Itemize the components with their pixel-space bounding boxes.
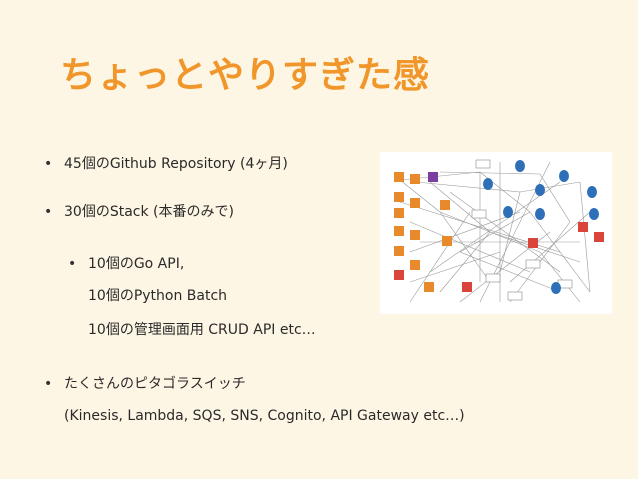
lambda-icon	[410, 260, 420, 270]
service-box	[485, 273, 501, 283]
lambda-icon	[410, 230, 420, 240]
dynamodb-icon	[587, 186, 597, 198]
lambda-icon	[440, 200, 450, 210]
service-box	[507, 291, 523, 301]
architecture-diagram	[380, 152, 612, 314]
bullet-pythagoras-switch: • たくさんのピタゴラスイッチ	[44, 375, 246, 393]
s3-bucket-icon	[578, 222, 588, 232]
lambda-icon	[394, 172, 404, 182]
diagram-service-icons	[394, 159, 604, 301]
bullet-text: 10個のGo API,	[88, 256, 185, 272]
s3-bucket-icon	[394, 270, 404, 280]
lambda-icon	[424, 282, 434, 292]
dynamodb-icon	[551, 282, 561, 294]
s3-bucket-icon	[462, 282, 472, 292]
lambda-icon	[394, 208, 404, 218]
lambda-icon	[394, 246, 404, 256]
dynamodb-icon	[589, 208, 599, 220]
architecture-diagram-svg	[394, 159, 604, 303]
dynamodb-icon	[483, 178, 493, 190]
sub-line-aws-services: (Kinesis, Lambda, SQS, SNS, Cognito, API…	[64, 408, 465, 424]
page-title: ちょっとやりすぎた感	[60, 55, 431, 96]
service-box	[525, 259, 541, 269]
sub-line-crud-api: 10個の管理画面用 CRUD API etc…	[88, 322, 316, 338]
bullet-text: 30個のStack (本番のみで)	[64, 204, 234, 220]
bullet-dot: •	[44, 376, 53, 392]
bullet-dot: •	[44, 156, 53, 172]
lambda-icon	[394, 192, 404, 202]
service-box	[471, 209, 487, 219]
sub-line-python-batch: 10個のPython Batch	[88, 288, 228, 304]
bullet-repositories: • 45個のGithub Repository (4ヶ月)	[44, 155, 288, 173]
lambda-icon	[410, 198, 420, 208]
bullet-stacks: • 30個のStack (本番のみで)	[44, 203, 234, 221]
bullet-text: 45個のGithub Repository (4ヶ月)	[64, 156, 288, 172]
bullet-text: たくさんのピタゴラスイッチ	[64, 376, 246, 392]
lambda-icon	[410, 174, 420, 184]
cognito-icon	[428, 172, 438, 182]
bullet-apis: • 10個のGo API,	[68, 255, 185, 273]
dynamodb-icon	[515, 160, 525, 172]
dynamodb-icon	[503, 206, 513, 218]
lambda-icon	[394, 226, 404, 236]
lambda-icon	[442, 236, 452, 246]
s3-bucket-icon	[528, 238, 538, 248]
service-box	[475, 159, 491, 169]
bullet-dot: •	[44, 204, 53, 220]
dynamodb-icon	[535, 184, 545, 196]
s3-bucket-icon	[594, 232, 604, 242]
dynamodb-icon	[535, 208, 545, 220]
dynamodb-icon	[559, 170, 569, 182]
bullet-dot: •	[68, 256, 77, 272]
